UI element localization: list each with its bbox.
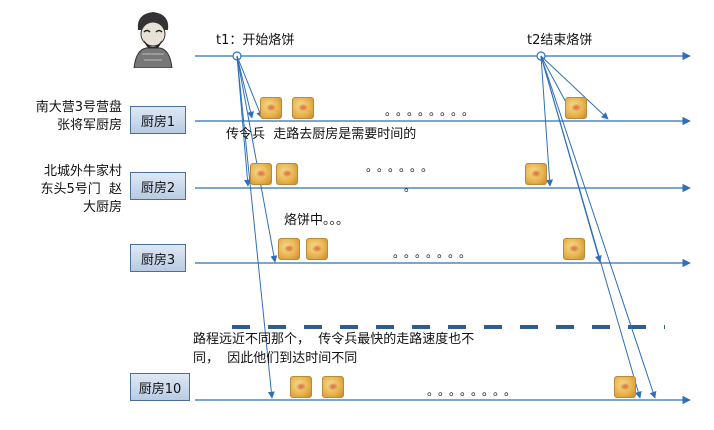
pancake-icon — [276, 163, 298, 185]
pancake-icon — [565, 97, 587, 119]
ellipsis-kitchen-10: 。。。。。。。。 — [427, 384, 522, 398]
t1-arrow-kitchen-10 — [236, 55, 275, 399]
ellipsis-kitchen-2: 。。。。。。 — [366, 160, 439, 174]
t1-arrow-kitchen-1a — [236, 55, 263, 119]
kitchen-2-address-line-1: 北城外牛家村 — [43, 164, 122, 179]
kitchen-box-2: 厨房2 — [130, 172, 186, 200]
kitchen-1-address-line-1: 南大营3号营盘 — [35, 100, 122, 115]
t2-arrow-kitchen-1a — [540, 55, 609, 120]
kitchen-1-address: 南大营3号营盘 张将军厨房 — [4, 99, 122, 135]
kitchen-2-address-line-2: 东头5号门 赵 — [40, 182, 122, 197]
pancake-icon — [290, 376, 312, 398]
t2-arrow-kitchen-10a — [540, 55, 642, 399]
annotation-distance-line-1: 路程远近不同那个， 传令兵最快的走路速度也不 — [193, 332, 475, 347]
kitchen-2-address: 北城外牛家村 东头5号门 赵 大厨房 — [4, 163, 122, 217]
pancake-icon — [250, 163, 272, 185]
ellipsis-kitchen-2b: 。 — [404, 180, 422, 194]
kitchen-1-address-line-2: 张将军厨房 — [56, 118, 122, 133]
kitchen-2-address-line-3: 大厨房 — [82, 200, 122, 215]
general-portrait-icon — [130, 8, 176, 68]
pancake-icon — [322, 376, 344, 398]
annotation-distance-line-2: 同， 因此他们到达时间不同 — [193, 351, 358, 366]
pancake-icon — [563, 238, 585, 260]
kitchen-box-10: 厨房10 — [130, 373, 190, 401]
pancake-icon — [292, 97, 314, 119]
t2-arrow-kitchen-10b — [540, 55, 657, 399]
t1-label: t1：开始烙饼 — [216, 33, 295, 48]
pancake-icon — [260, 97, 282, 119]
pancake-icon — [278, 238, 300, 260]
t1-arrow-kitchen-1b — [236, 55, 254, 119]
annotation-baking: 烙饼中。。。 — [284, 213, 350, 228]
kitchen-box-3: 厨房3 — [130, 244, 186, 272]
t2-arrow-kitchen-2 — [540, 55, 554, 187]
pancake-icon — [525, 163, 547, 185]
kitchen-box-1: 厨房1 — [130, 106, 186, 134]
ellipsis-kitchen-1: 。。。。。。。。 — [385, 104, 480, 118]
ellipsis-kitchen-3: 。。。。。。。 — [393, 246, 477, 260]
pancake-icon — [614, 376, 636, 398]
annotation-messenger: 传令兵 走路去厨房是需要时间的 — [226, 127, 417, 142]
t1-arrow-kitchen-3 — [236, 55, 278, 263]
pancake-icon — [306, 238, 328, 260]
t2-label: t2结束烙饼 — [527, 33, 593, 48]
